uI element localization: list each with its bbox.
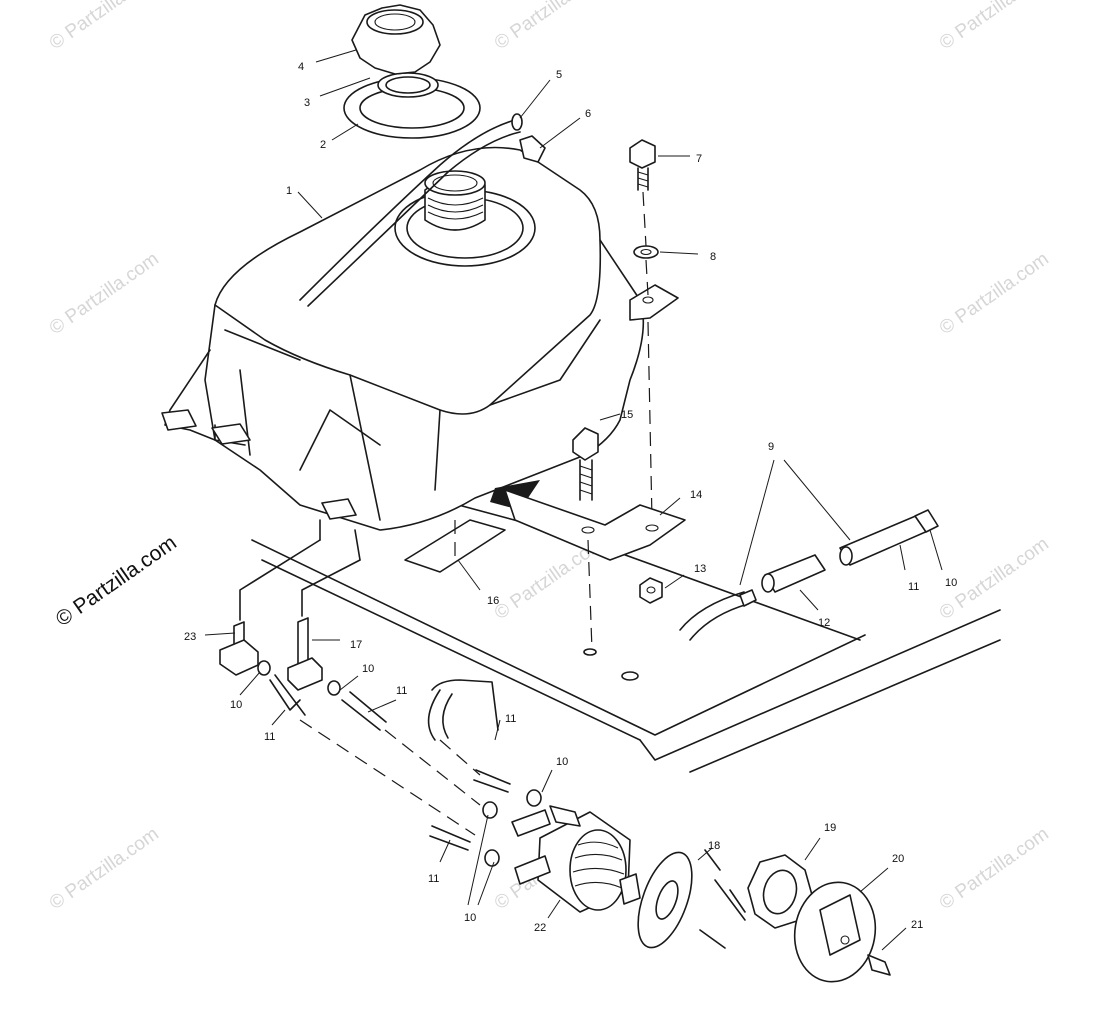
valve-knob-assembly [637, 849, 891, 983]
mount-hardware [404, 427, 686, 651]
callout-15: 15 [621, 409, 633, 421]
fuel-tank [161, 119, 679, 531]
fuel-filter-line [679, 509, 939, 641]
watermark: © Partzilla.com [491, 0, 608, 54]
callout-2: 2 [320, 139, 326, 151]
callout-22: 22 [534, 922, 546, 934]
vent-fitting [511, 113, 546, 163]
callout-17: 17 [350, 639, 362, 651]
callout-11: 11 [396, 685, 407, 697]
callout-21: 21 [911, 919, 923, 931]
tank-outlet-fittings [219, 519, 361, 716]
fuel-cap-assembly [343, 4, 481, 139]
callout-18: 18 [708, 840, 720, 852]
callout-5: 5 [556, 69, 562, 81]
callout-8: 8 [710, 251, 716, 263]
callout-11: 11 [264, 731, 275, 743]
watermark: © Partzilla.com [936, 823, 1053, 914]
fuel-hoses [299, 679, 511, 851]
callout-9: 9 [768, 441, 774, 453]
callout-10: 10 [556, 756, 568, 768]
callout-6: 6 [585, 108, 591, 120]
callout-11: 11 [505, 713, 516, 725]
callout-3: 3 [304, 97, 310, 109]
watermark: © Partzilla.com [936, 248, 1053, 339]
callout-10: 10 [945, 577, 957, 589]
watermark: © Partzilla.com [46, 823, 163, 914]
callout-10: 10 [230, 699, 242, 711]
callout-12: 12 [818, 617, 830, 629]
callout-23: 23 [184, 631, 196, 643]
callout-14: 14 [690, 489, 702, 501]
bolt-and-washer [629, 139, 659, 521]
callout-1: 1 [286, 185, 292, 197]
callout-labels: 4 3 2 5 6 7 1 8 15 9 14 11 10 13 16 12 2… [184, 61, 957, 934]
watermark: © Partzilla.com [46, 0, 163, 54]
callout-16: 16 [487, 595, 499, 607]
leader-lines [204, 49, 943, 951]
callout-19: 19 [824, 822, 836, 834]
callout-13: 13 [694, 563, 706, 575]
callout-20: 20 [892, 853, 904, 865]
callout-11: 11 [428, 873, 439, 885]
callout-10: 10 [362, 663, 374, 675]
fuel-valve [482, 789, 641, 913]
callout-7: 7 [696, 153, 702, 165]
watermark: © Partzilla.com [46, 248, 163, 339]
watermark: © Partzilla.com [936, 0, 1053, 54]
callout-10: 10 [464, 912, 476, 924]
callout-4: 4 [298, 61, 304, 73]
brand-watermark: © Partzilla.com [52, 531, 181, 631]
callout-11: 11 [908, 581, 919, 593]
